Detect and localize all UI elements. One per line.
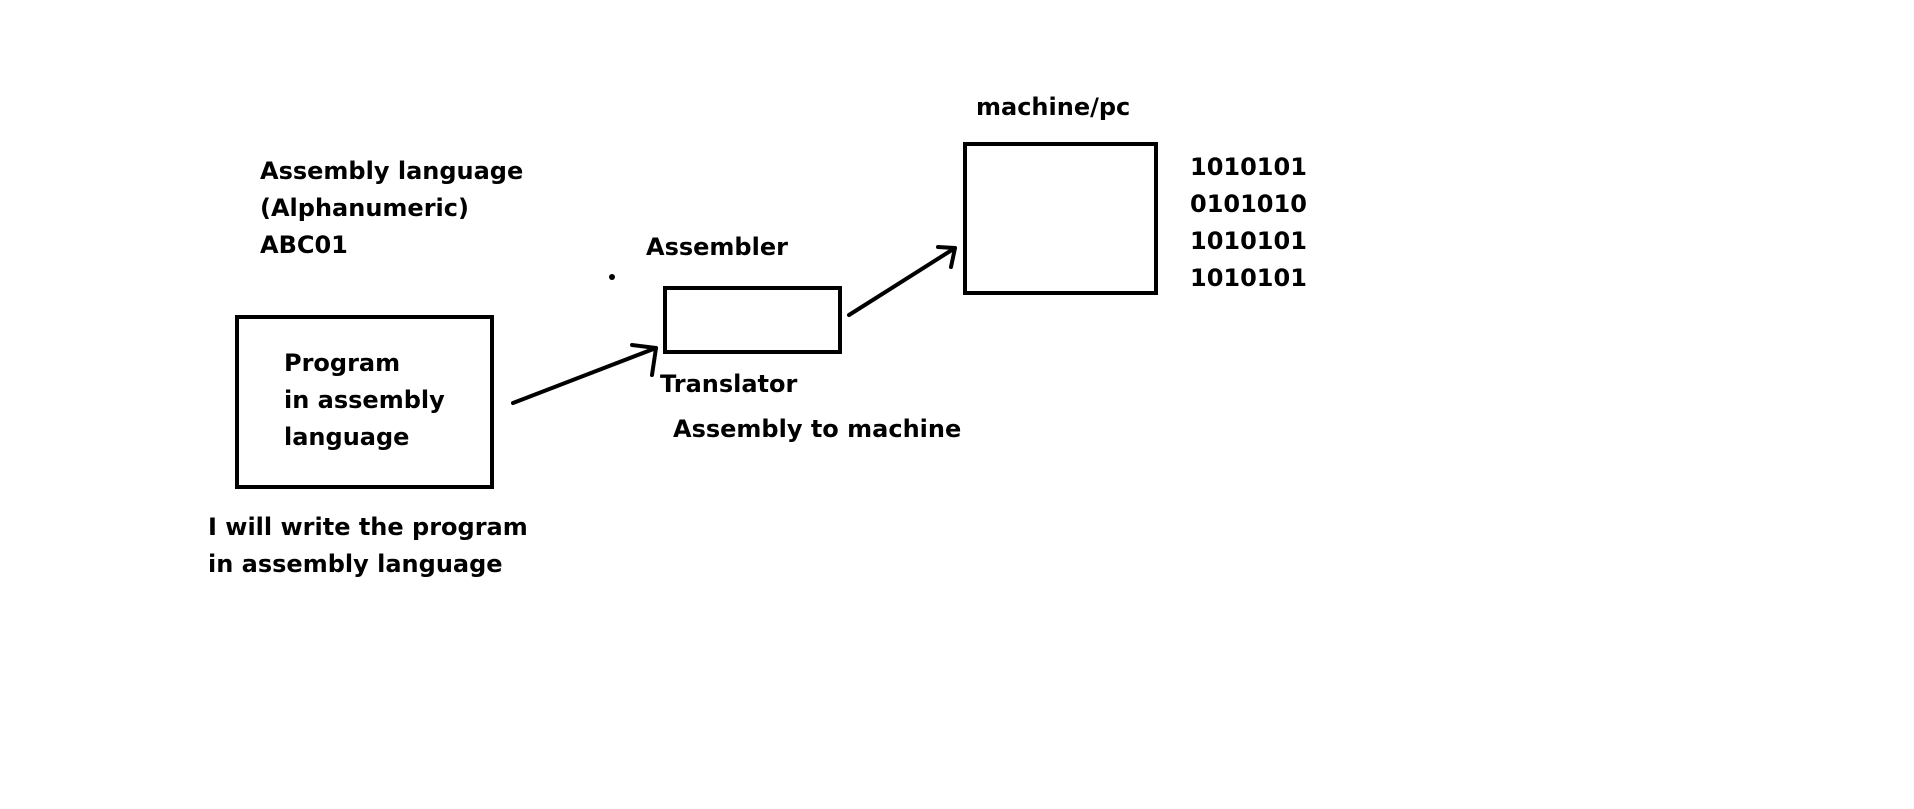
assembler-title: Assembler [646, 233, 788, 261]
writer-note: I will write the program in assembly lan… [208, 509, 528, 583]
writer-note-line-2: in assembly language [208, 550, 503, 578]
machine-title: machine/pc [976, 93, 1131, 121]
program-box-line-1: Program [284, 349, 401, 377]
translator-label: Translator [660, 370, 798, 398]
assembly-note-line-3: ABC01 [260, 231, 348, 259]
program-box-line-3: language [284, 423, 410, 451]
binary-output: 1010101 0101010 1010101 1010101 [1190, 149, 1307, 297]
program-box-line-2: in assembly [284, 386, 445, 414]
machine-box [963, 142, 1158, 295]
assembler-to-machine-arrow [847, 245, 957, 317]
assembler-box [663, 286, 842, 354]
binary-line-1: 1010101 [1190, 153, 1307, 181]
assembler-description: Assembly to machine [673, 415, 962, 443]
assembly-note-line-2: (Alphanumeric) [260, 194, 469, 222]
program-to-assembler-arrow [511, 343, 658, 405]
binary-line-3: 1010101 [1190, 227, 1307, 255]
writer-note-line-1: I will write the program [208, 513, 528, 541]
assembly-note: Assembly language (Alphanumeric) ABC01 [260, 153, 523, 264]
binary-line-4: 1010101 [1190, 264, 1307, 292]
binary-line-2: 0101010 [1190, 190, 1307, 218]
program-box [235, 315, 494, 489]
program-box-text: Program in assembly language [284, 345, 445, 456]
stray-dot [609, 274, 615, 280]
assembly-note-line-1: Assembly language [260, 157, 524, 185]
